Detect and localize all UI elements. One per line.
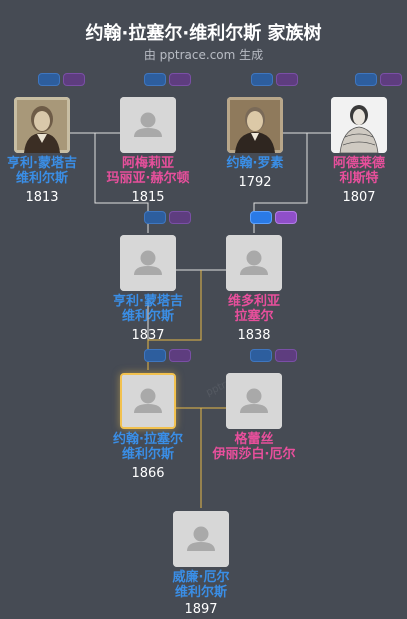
person-photo[interactable]: [226, 235, 282, 291]
person-name[interactable]: 格蕾丝伊丽莎白·厄尔: [212, 432, 296, 462]
expand-female-button[interactable]: [276, 73, 298, 86]
expand-male-button[interactable]: [250, 211, 272, 224]
person-birth-year: 1897: [184, 602, 218, 617]
portrait-photo-icon: [227, 97, 283, 153]
person-name[interactable]: 阿德莱德利斯特: [332, 156, 385, 186]
expand-male-button[interactable]: [144, 349, 166, 362]
person-placeholder-icon: [120, 235, 176, 291]
person-name[interactable]: 维多利亚拉塞尔: [227, 294, 280, 324]
expand-male-button[interactable]: [355, 73, 377, 86]
person-name[interactable]: 亨利·蒙塔吉维利尔斯: [113, 294, 183, 324]
person-birth-year: 1866: [131, 466, 165, 481]
person-placeholder-icon: [226, 373, 282, 429]
person-birth-year: 1813: [25, 190, 59, 205]
person-name[interactable]: 阿梅莉亚玛丽亚·赫尔顿: [106, 156, 190, 186]
person-photo[interactable]: [14, 97, 70, 153]
portrait-photo-icon: [14, 97, 70, 153]
expand-male-button[interactable]: [144, 211, 166, 224]
expand-female-button[interactable]: [275, 211, 297, 224]
person-birth-year: 1807: [342, 190, 376, 205]
expand-male-button[interactable]: [251, 73, 273, 86]
expand-female-button[interactable]: [169, 349, 191, 362]
person-placeholder-icon: [226, 235, 282, 291]
expand-female-button[interactable]: [169, 211, 191, 224]
person-photo[interactable]: [226, 373, 282, 429]
person-placeholder-icon: [173, 511, 229, 567]
expand-male-button[interactable]: [144, 73, 166, 86]
person-photo-selected[interactable]: [120, 373, 176, 429]
person-birth-year: 1792: [238, 175, 272, 190]
portrait-drawing-icon: [331, 97, 387, 153]
person-placeholder-icon: [122, 375, 174, 427]
person-placeholder-icon: [120, 97, 176, 153]
person-name[interactable]: 约翰·拉塞尔维利尔斯: [113, 432, 183, 462]
expand-female-button[interactable]: [380, 73, 402, 86]
page-title: 约翰·拉塞尔·维利尔斯 家族树: [85, 23, 322, 44]
person-photo[interactable]: [173, 511, 229, 567]
person-birth-year: 1837: [131, 328, 165, 343]
expand-female-button[interactable]: [63, 73, 85, 86]
person-birth-year: 1838: [237, 328, 271, 343]
person-name[interactable]: 亨利·蒙塔吉维利尔斯: [7, 156, 77, 186]
person-name[interactable]: 威廉·厄尔维利尔斯: [172, 570, 230, 600]
person-photo[interactable]: [331, 97, 387, 153]
person-name[interactable]: 约翰·罗素: [226, 156, 284, 171]
person-birth-year: 1815: [131, 190, 165, 205]
page-subtitle: 由 pptrace.com 生成: [143, 48, 264, 62]
expand-male-button[interactable]: [38, 73, 60, 86]
person-photo[interactable]: [120, 235, 176, 291]
expand-male-button[interactable]: [250, 349, 272, 362]
expand-female-button[interactable]: [169, 73, 191, 86]
person-photo[interactable]: [227, 97, 283, 153]
expand-female-button[interactable]: [275, 349, 297, 362]
person-photo[interactable]: [120, 97, 176, 153]
